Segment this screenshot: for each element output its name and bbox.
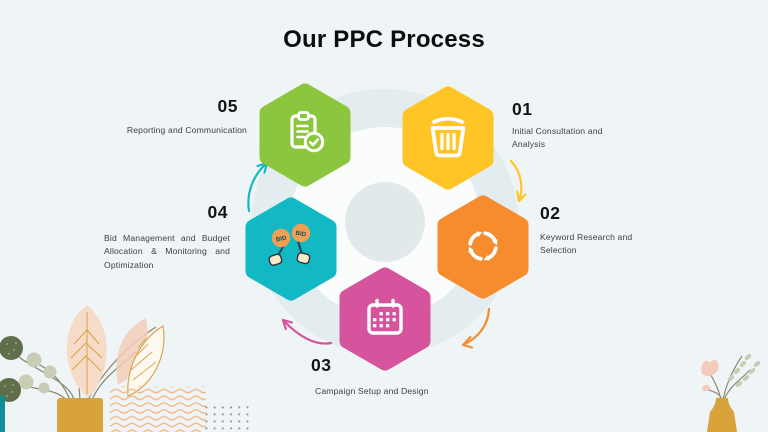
bid-paddles-icon: BID BID xyxy=(268,223,311,266)
wave-pattern xyxy=(110,386,206,432)
clipboard-check-icon xyxy=(290,111,325,153)
arrow-02-to-03 xyxy=(461,307,491,349)
flower-bud xyxy=(701,384,711,392)
hexagon-step-02 xyxy=(437,195,529,299)
dot-grid-pattern xyxy=(205,406,250,432)
step-03-label: Campaign Setup and Design xyxy=(315,386,429,396)
hexagon-step-03 xyxy=(339,267,431,371)
vase-decoration-right xyxy=(701,353,761,432)
gold-leaf xyxy=(127,325,165,397)
arrow-03-to-04 xyxy=(281,318,333,345)
pink-leaf-small xyxy=(116,318,148,385)
vase-left xyxy=(57,398,103,432)
ring-center xyxy=(345,182,425,262)
teal-edge-bar xyxy=(0,396,5,432)
basket-icon xyxy=(430,116,466,158)
step-01-label: Initial Consultation and Analysis xyxy=(512,126,603,150)
svg-text:BID: BID xyxy=(295,230,307,239)
calendar-icon xyxy=(367,298,403,335)
tulip-flower xyxy=(701,359,719,377)
step-01-number: 01 xyxy=(512,99,533,119)
step-05-label: Reporting and Communication xyxy=(126,125,247,135)
svg-text:BID: BID xyxy=(275,234,287,243)
page-title: Our PPC Process xyxy=(283,26,485,53)
hexagon-step-05 xyxy=(259,83,351,187)
plant-decoration-left xyxy=(0,305,165,432)
step-04-label: Bid Management and Budget Allocation & M… xyxy=(104,233,230,270)
step-03-number: 03 xyxy=(311,355,332,375)
arrow-01-to-02 xyxy=(509,159,527,203)
pompom-flowers xyxy=(0,336,23,402)
cycle-arrows-icon xyxy=(468,231,498,261)
hexagon-step-01 xyxy=(402,86,494,190)
sage-leaves xyxy=(18,352,57,394)
step-05-number: 05 xyxy=(217,96,238,116)
vase-right xyxy=(707,398,737,432)
hexagon-step-04: BID BID xyxy=(245,197,337,301)
step-02-number: 02 xyxy=(540,203,561,223)
step-02-label: Keyword Research and Selection xyxy=(540,232,633,256)
step-04-number: 04 xyxy=(207,202,228,222)
